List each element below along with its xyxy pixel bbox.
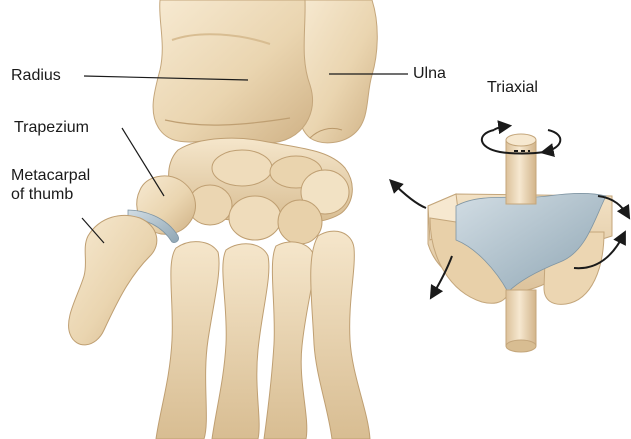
metacarpal-bones	[69, 215, 370, 439]
label-triaxial: Triaxial	[487, 78, 538, 97]
ulna-bone	[298, 0, 377, 143]
label-metacarpal-of-thumb: Metacarpal of thumb	[11, 166, 90, 204]
triaxial-model	[428, 134, 612, 352]
label-radius: Radius	[11, 66, 61, 85]
label-trapezium: Trapezium	[14, 118, 89, 137]
carpal-bones	[169, 138, 353, 244]
label-ulna: Ulna	[413, 64, 446, 83]
radius-bone	[153, 0, 312, 143]
